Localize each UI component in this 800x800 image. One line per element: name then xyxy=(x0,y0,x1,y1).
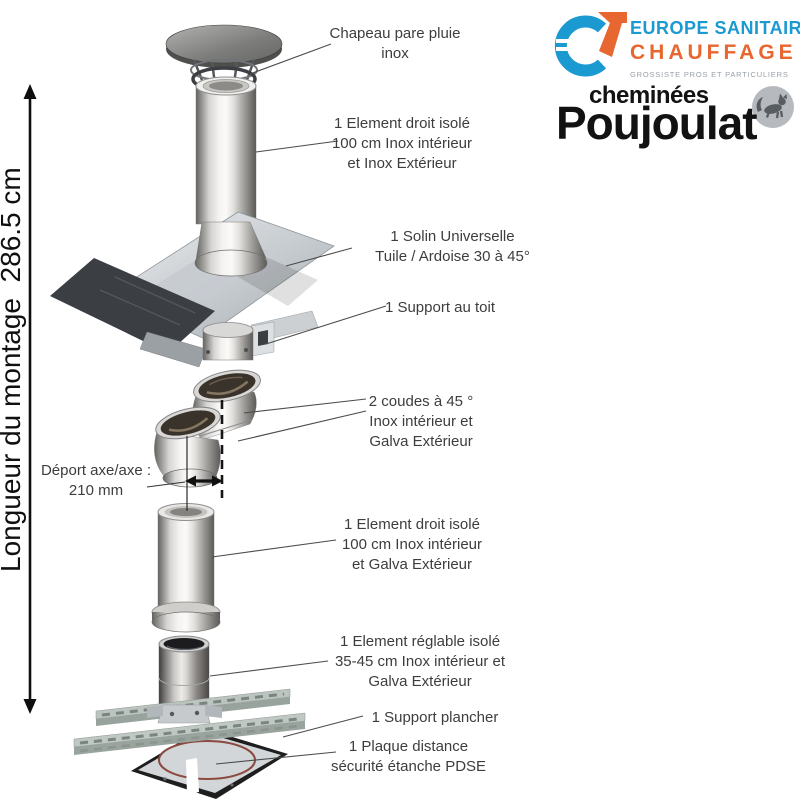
label-floor-support: 1 Support plancher xyxy=(371,709,499,726)
retailer-tagline: GROSSISTE PROS ET PARTICULIERS xyxy=(630,70,789,79)
label-rain-cap: Chapeau pare pluie inox xyxy=(329,25,461,62)
total-length-dimension-label: Longueur du montage 286.5 cm xyxy=(0,167,26,572)
retailer-name-2: CHAUFFAGE xyxy=(630,41,797,64)
safety-plate-art xyxy=(131,728,288,799)
rain-cap-art xyxy=(165,24,283,92)
leader-lines xyxy=(209,43,387,765)
straight-element-inox-art xyxy=(195,76,257,225)
floor-support-art xyxy=(73,688,306,755)
label-adjustable-element: 1 Element réglable isolé 35-45 cm Inox i… xyxy=(334,633,506,690)
brand-logo-sub: cheminées xyxy=(589,82,709,109)
label-offset-dimension: Déport axe/axe : 210 mm xyxy=(40,462,152,499)
total-length-arrow xyxy=(23,84,37,714)
straight-element-galva-art xyxy=(151,503,221,633)
adjustable-element-art xyxy=(158,635,210,709)
retailer-logo: EUROPE SANITAIRE CHAUFFAGE GROSSISTE PRO… xyxy=(630,18,800,79)
label-safety-plate: 1 Plaque distance sécurité étanche PDSE xyxy=(330,738,487,775)
roof-support-art xyxy=(139,310,319,368)
elbow-lower-art xyxy=(154,406,221,488)
label-roof-support: 1 Support au toit xyxy=(384,299,496,316)
retailer-name: EUROPE SANITAIRE xyxy=(630,18,800,38)
flashing-art xyxy=(50,211,335,353)
label-elbows-45: 2 coudes à 45 ° Inox intérieur et Galva … xyxy=(368,393,474,450)
brand-logo-main: Poujoulat xyxy=(556,97,758,149)
cat-icon xyxy=(752,86,794,128)
label-universal-flashing: 1 Solin Universelle Tuile / Ardoise 30 à… xyxy=(375,228,530,265)
label-straight-element-inox: 1 Element droit isolé 100 cm Inox intéri… xyxy=(331,115,473,172)
label-straight-element-galva: 1 Element droit isolé 100 cm Inox intéri… xyxy=(341,516,483,573)
europe-sanitaire-mark-icon xyxy=(554,12,627,77)
offset-dimension-lines xyxy=(146,400,224,511)
